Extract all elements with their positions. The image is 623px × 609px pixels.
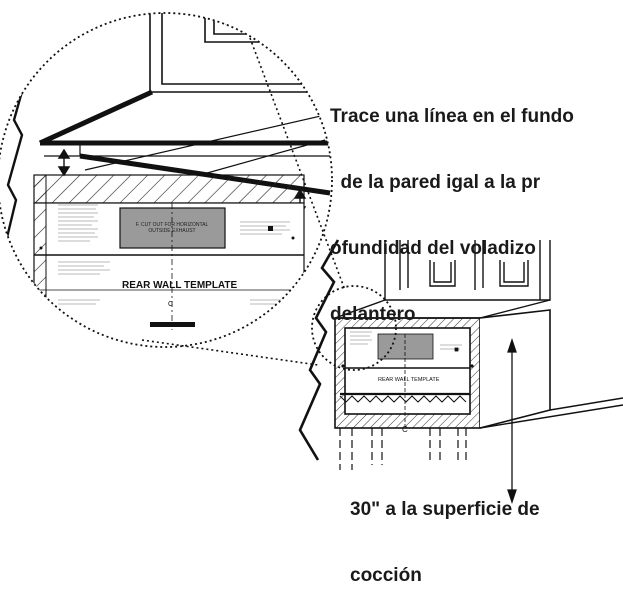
window-text-line1: F. CUT OUT FOR HORIZONTAL: [136, 222, 209, 228]
centerline-mark-magnified: C: [168, 301, 173, 308]
callout-trace-line-1: Trace una línea en el fundo: [330, 106, 574, 127]
installation-overview: REAR WALL TEMPLATE C: [298, 239, 623, 505]
callout-30in-line-1: 30" a la superficie de: [350, 499, 540, 520]
height-arrow-30in: [507, 337, 517, 505]
callout-trace-line-4: delantero: [330, 304, 416, 325]
callout-trace-line-3: ofundidad del voladizo: [330, 238, 536, 259]
callout-trace-line: Trace una línea en el fundo de la pared …: [330, 62, 574, 348]
overview-microwave-box: [334, 309, 551, 429]
rear-wall-template-magnified: F. CUT OUT FOR HORIZONTAL OUTSIDE EXHAUS…: [33, 174, 305, 347]
overview-dashed-verticals: [339, 428, 467, 470]
diagram-canvas: F. CUT OUT FOR HORIZONTAL OUTSIDE EXHAUS…: [0, 12, 623, 505]
magnified-detail: F. CUT OUT FOR HORIZONTAL OUTSIDE EXHAUS…: [2, 13, 331, 347]
upper-cabinet: [149, 13, 330, 93]
magnifier-circle: [0, 12, 333, 348]
wall-break-line-overview: [298, 239, 340, 461]
callout-trace-line-2: de la pared igal a la pr: [330, 172, 541, 193]
overview-template: REAR WALL TEMPLATE C: [339, 331, 474, 434]
template-title-large: REAR WALL TEMPLATE: [122, 280, 238, 291]
magnifier-target-circle: [311, 285, 397, 371]
centerline-mark-overview: C: [402, 425, 408, 434]
template-title-small: REAR WALL TEMPLATE: [378, 377, 440, 383]
cutout-window-magnified: [119, 207, 226, 249]
callout-leaders: [84, 114, 326, 176]
wall-break-line-magnified: [2, 69, 30, 251]
overview-counter: [479, 397, 623, 429]
callout-30in-line-2: cocción: [350, 565, 422, 586]
depth-arrow-left: [57, 148, 71, 177]
installation-diagram: F. CUT OUT FOR HORIZONTAL OUTSIDE EXHAUS…: [0, 12, 623, 586]
callout-30in: 30" a la superficie de cocción: [350, 455, 540, 609]
